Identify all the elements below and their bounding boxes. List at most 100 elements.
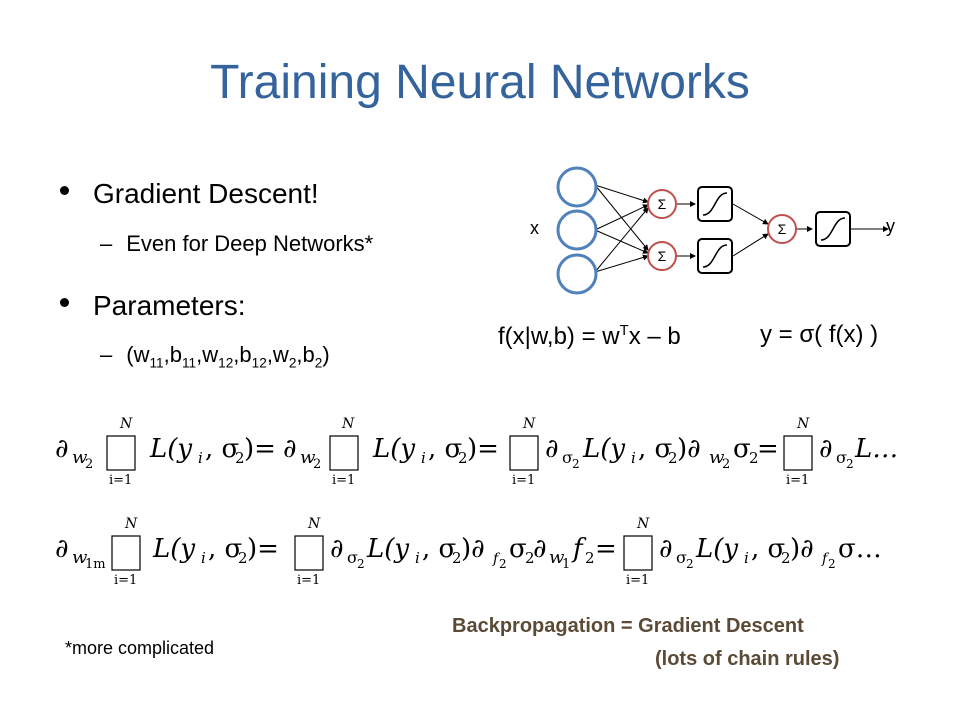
svg-text:, σ: , σ — [205, 434, 239, 464]
svg-text:σ: σ — [733, 434, 751, 464]
sub-bullet-deep-networks: – Even for Deep Networks* — [100, 231, 374, 256]
svg-text:2: 2 — [722, 457, 730, 472]
svg-text:L(y: L(y — [695, 534, 738, 564]
param-list: (w11,b11,w12,b12,w2,b2) — [126, 342, 330, 371]
svg-text:N: N — [796, 416, 810, 432]
svg-text:i=1: i=1 — [332, 473, 355, 488]
edges — [594, 184, 889, 273]
svg-text:w: w — [72, 547, 88, 568]
sum-nodes — [647, 189, 797, 271]
svg-text:)=: )= — [247, 534, 279, 564]
bullet-text: Gradient Descent! — [93, 178, 319, 209]
svg-text:2: 2 — [357, 557, 365, 571]
bullet-parameters: Parameters: — [60, 290, 246, 322]
svg-text:N: N — [307, 516, 321, 532]
svg-text:)=: )= — [467, 434, 499, 464]
svg-text:2: 2 — [686, 557, 694, 571]
input-label: x — [530, 218, 539, 238]
input-node — [556, 166, 598, 208]
input-node — [556, 253, 598, 295]
input-nodes — [556, 166, 598, 295]
svg-text:w: w — [549, 547, 565, 568]
equation-line-1: ∂ w 2 N i=1 L(y i , σ 2 )= ∂ w 2 N i=1 L… — [55, 416, 898, 488]
formula-f: f(x|w,b) = wTx – b — [498, 323, 681, 350]
sub-bullet-text: Even for Deep Networks* — [126, 231, 374, 256]
sum-node — [647, 241, 677, 271]
footnote: *more complicated — [65, 638, 215, 658]
equation-line-2: ∂ w 1m N i=1 L(y i , σ 2 )= N i=1 ∂ σ 2 … — [55, 516, 882, 588]
svg-text:2: 2 — [452, 549, 462, 567]
backprop-line-1: Backpropagation = Gradient Descent — [452, 615, 804, 637]
svg-text:L(y: L(y — [372, 434, 415, 464]
svg-text:, σ: , σ — [428, 434, 462, 464]
svg-text:f: f — [821, 551, 830, 567]
svg-text:, σ: , σ — [638, 434, 672, 464]
formula-y: y = σ( f(x) ) — [760, 321, 879, 348]
svg-text:i=1: i=1 — [109, 473, 132, 488]
bullet-text: Parameters: — [93, 290, 246, 321]
svg-text:2: 2 — [238, 549, 248, 567]
svg-text:i: i — [415, 549, 420, 567]
svg-text:N: N — [636, 516, 650, 532]
svg-text:2: 2 — [572, 457, 580, 471]
sigmoid-curves — [702, 192, 846, 268]
slide-title: Training Neural Networks — [210, 56, 750, 109]
svg-text:)=: )= — [244, 434, 276, 464]
svg-text:w: w — [72, 447, 88, 468]
sub-bullet-params: – (w11,b11,w12,b12,w2,b2) — [100, 342, 330, 371]
svg-text:L(y: L(y — [582, 434, 625, 464]
svg-text:)∂: )∂ — [677, 434, 701, 464]
svg-text:2: 2 — [846, 457, 854, 471]
svg-text:i=1: i=1 — [297, 573, 320, 588]
svg-text:N: N — [341, 416, 355, 432]
svg-text:i=1: i=1 — [626, 573, 649, 588]
svg-text:∂: ∂ — [330, 534, 343, 564]
sum-symbol: Σ — [658, 248, 667, 264]
svg-text:L(y: L(y — [149, 434, 192, 464]
svg-text:σ: σ — [676, 548, 687, 567]
svg-text:2: 2 — [585, 549, 595, 567]
network-diagram: Σ Σ Σ x y — [530, 166, 895, 295]
bullet-dot — [60, 186, 69, 195]
svg-text:w: w — [709, 447, 725, 468]
svg-text:L…: L… — [854, 434, 898, 464]
svg-text:N: N — [119, 416, 133, 432]
svg-text:σ…: σ… — [838, 534, 882, 564]
sum-symbol: Σ — [778, 221, 787, 237]
svg-text:∂: ∂ — [55, 434, 68, 464]
svg-text:L(y: L(y — [366, 534, 409, 564]
svg-text:i: i — [744, 549, 749, 567]
svg-text:∂: ∂ — [533, 534, 546, 564]
svg-text:f: f — [492, 551, 501, 567]
svg-text:∂: ∂ — [55, 534, 68, 564]
svg-text:σ: σ — [347, 548, 358, 567]
svg-text:2: 2 — [313, 457, 321, 472]
svg-text:∂: ∂ — [659, 534, 672, 564]
svg-text:i=1: i=1 — [114, 573, 137, 588]
svg-text:=: = — [757, 434, 779, 464]
svg-text:2: 2 — [85, 457, 93, 472]
svg-text:i: i — [198, 449, 203, 467]
svg-text:2: 2 — [828, 557, 836, 571]
bullet-dot — [60, 298, 69, 307]
svg-text:σ: σ — [509, 534, 527, 564]
svg-text:2: 2 — [668, 449, 678, 467]
svg-text:=: = — [595, 534, 617, 564]
svg-text:2: 2 — [235, 449, 245, 467]
svg-text:i: i — [421, 449, 426, 467]
svg-text:2: 2 — [499, 557, 507, 571]
svg-text:σ: σ — [562, 448, 573, 467]
svg-text:∂: ∂ — [819, 434, 832, 464]
svg-text:i: i — [631, 449, 636, 467]
backprop-line-2: (lots of chain rules) — [655, 648, 840, 670]
svg-text:)∂: )∂ — [790, 534, 814, 564]
svg-text:2: 2 — [525, 549, 535, 567]
sum-symbol: Σ — [658, 196, 667, 212]
svg-text:σ: σ — [836, 448, 847, 467]
svg-text:N: N — [522, 416, 536, 432]
svg-text:1: 1 — [562, 557, 570, 572]
output-label: y — [886, 216, 895, 236]
svg-text:1m: 1m — [85, 557, 106, 572]
input-node — [556, 209, 598, 251]
svg-text:w: w — [300, 447, 316, 468]
